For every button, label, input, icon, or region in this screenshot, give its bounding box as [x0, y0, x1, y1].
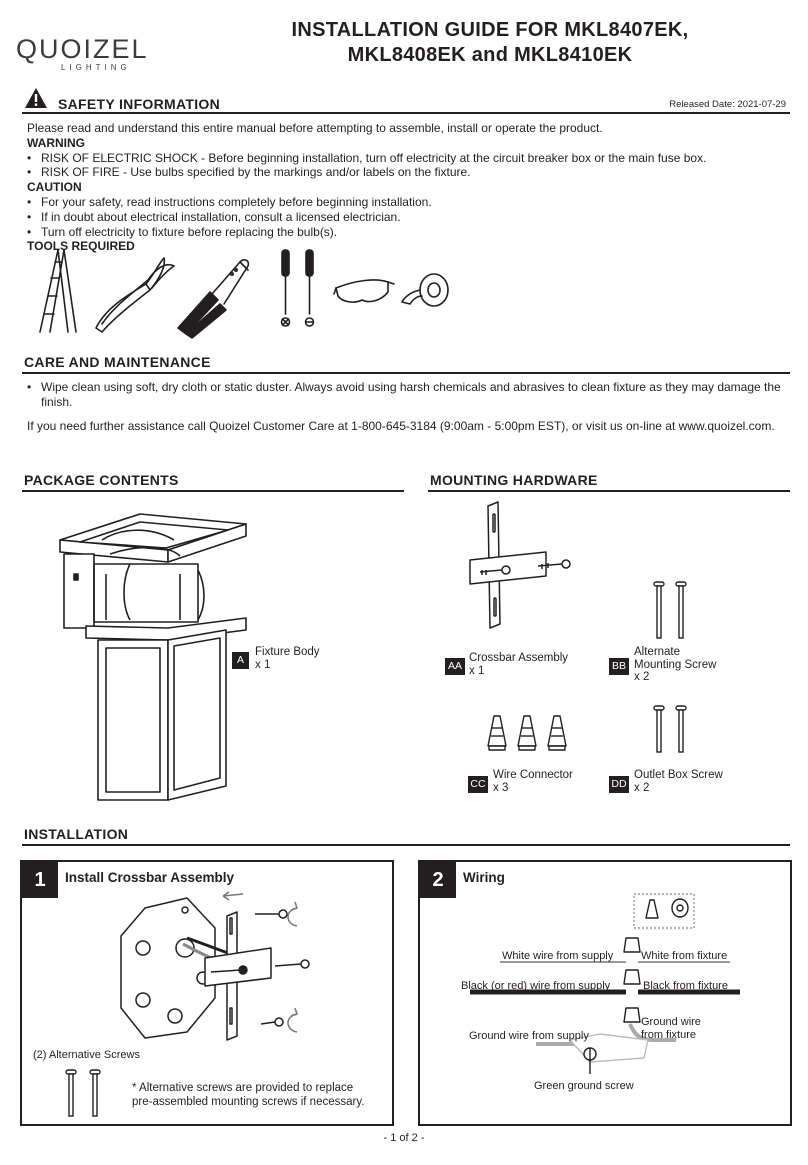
crossbar-qty: x 1 [469, 664, 485, 677]
white-fixture-label: White from fixture [641, 950, 728, 962]
care-list: Wipe clean using soft, dry cloth or stat… [27, 380, 792, 410]
wiring-diagram [470, 893, 740, 1074]
warning-triangle-icon [25, 88, 47, 108]
white-supply-label: White wire from supply [502, 950, 614, 962]
crossbar-install-illustration [120, 891, 310, 1041]
alt-screws-note: * Alternative screws are provided to rep… [132, 1081, 364, 1109]
part-code-dd: DD [609, 776, 629, 793]
alt-screw-name-2: Mounting Screw [634, 658, 717, 671]
ground-fixture-label: Ground wire from fixture [641, 1016, 701, 1042]
package-heading: PACKAGE CONTENTS [24, 472, 179, 488]
warning-list: RISK OF ELECTRIC SHOCK - Before beginnin… [27, 151, 792, 181]
part-code-a: A [232, 652, 249, 669]
wire-connector-illustration [487, 715, 567, 751]
page-title: INSTALLATION GUIDE FOR MKL8407EK, MKL840… [230, 18, 750, 68]
ground-supply-label: Ground wire from supply [469, 1030, 589, 1042]
part-code-cc: CC [468, 776, 488, 793]
part-a-qty: x 1 [255, 658, 271, 671]
outlet-screw-name: Outlet Box Screw [634, 769, 723, 781]
step-1-number: 1 [22, 862, 58, 898]
safety-glasses-icon [333, 279, 395, 303]
brand-logo: QUOIZEL LIGHTING [16, 34, 176, 72]
care-body: Wipe clean using soft, dry cloth or stat… [27, 380, 792, 433]
title-line-2: MKL8408EK and MKL8410EK [347, 44, 633, 66]
brand-name: QUOIZEL [16, 34, 149, 64]
pliers-icon [95, 257, 175, 333]
brand-subtitle: LIGHTING [61, 63, 131, 72]
black-supply-label: Black (or red) wire from supply [461, 980, 611, 992]
hardware-divider [428, 490, 790, 492]
safety-body: Please read and understand this entire m… [27, 121, 792, 254]
part-a-label: Fixture Body x 1 [255, 646, 320, 671]
alt-screw-label: Alternate Mounting Screw x 2 [634, 646, 716, 684]
black-fixture-label: Black from fixture [643, 980, 728, 992]
alt-screws-note-2: pre-assembled mounting screws if necessa… [132, 1096, 365, 1108]
fixture-body-illustration [59, 513, 247, 801]
tape-roll-icon [401, 273, 449, 307]
step-1-title: Install Crossbar Assembly [65, 870, 235, 885]
outlet-screw-qty: x 2 [634, 781, 650, 794]
step-2-title: Wiring [463, 870, 505, 885]
step-2-number: 2 [420, 862, 456, 898]
package-divider [22, 490, 404, 492]
wire-connector-qty: x 3 [493, 781, 509, 794]
installation-heading: INSTALLATION [24, 826, 129, 842]
crossbar-assembly-illustration [469, 501, 571, 629]
care-heading: CARE AND MAINTENANCE [24, 354, 211, 370]
title-line-1: INSTALLATION GUIDE FOR MKL8407EK, [291, 19, 689, 41]
tools-illustration [39, 249, 449, 339]
safety-heading: SAFETY INFORMATION [58, 96, 220, 112]
customer-care-text: If you need further assistance call Quoi… [27, 418, 775, 433]
page-number: - 1 of 2 - [383, 1132, 425, 1144]
installation-divider [22, 844, 790, 846]
crossbar-name: Crossbar Assembly [469, 652, 569, 664]
part-code-bb: BB [609, 658, 629, 675]
release-date: Released Date: 2021-07-29 [669, 99, 786, 110]
alternate-screws-illustration [653, 581, 687, 639]
warning-heading: WARNING [27, 135, 85, 150]
caution-list: For your safety, read instructions compl… [27, 195, 792, 239]
wire-stripper-icon [177, 259, 250, 339]
alt-screws-caption: (2) Alternative Screws [33, 1049, 140, 1061]
step-2-panel [418, 860, 792, 1126]
wire-connector-label: Wire Connector x 3 [493, 769, 573, 794]
caution-heading: CAUTION [27, 180, 82, 195]
ladder-icon [39, 249, 77, 333]
hardware-heading: MOUNTING HARDWARE [430, 472, 598, 488]
safety-intro: Please read and understand this entire m… [27, 121, 603, 135]
safety-divider [22, 112, 790, 114]
outlet-screw-label: Outlet Box Screw x 2 [634, 769, 723, 794]
caution-item: Turn off electricity to fixture before r… [27, 225, 792, 240]
alt-screws-note-1: * Alternative screws are provided to rep… [132, 1082, 354, 1094]
care-item: Wipe clean using soft, dry cloth or stat… [27, 380, 792, 410]
alt-screw-qty: x 2 [634, 671, 650, 683]
caution-item: For your safety, read instructions compl… [27, 195, 792, 210]
care-divider [22, 372, 790, 374]
alt-screws-icon [65, 1069, 101, 1117]
warning-item: RISK OF ELECTRIC SHOCK - Before beginnin… [27, 151, 792, 166]
wire-connector-name: Wire Connector [493, 769, 573, 781]
green-screw-label: Green ground screw [534, 1080, 634, 1092]
outlet-box-screws-illustration [653, 705, 687, 753]
ground-fixture-label-1: Ground wire [641, 1016, 701, 1028]
crossbar-label: Crossbar Assembly x 1 [469, 652, 568, 677]
tools-heading: TOOLS REQUIRED [27, 239, 135, 254]
warning-item: RISK OF FIRE - Use bulbs specified by th… [27, 165, 792, 180]
part-code-aa: AA [445, 658, 465, 675]
caution-item: If in doubt about electrical installatio… [27, 210, 792, 225]
alt-screw-name-1: Alternate [634, 646, 681, 658]
step-1-panel [20, 860, 394, 1126]
part-a-name: Fixture Body [255, 646, 320, 658]
screwdriver-icon [280, 249, 315, 327]
ground-fixture-label-2: from fixture [641, 1029, 697, 1041]
